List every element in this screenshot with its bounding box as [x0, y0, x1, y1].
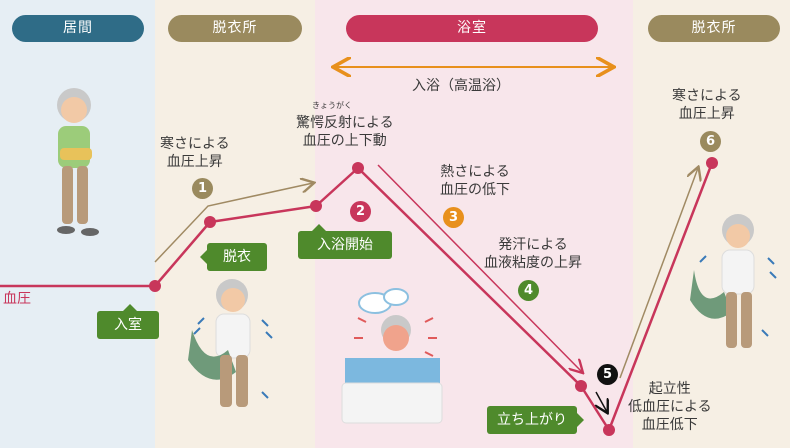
point-bath-start: [310, 200, 322, 212]
point-undress: [204, 216, 216, 228]
zone-dressing-after-background: [633, 0, 790, 448]
zone-dressing-background: [155, 0, 315, 448]
annotation-5-badge: 5: [597, 364, 618, 385]
orthostatic-drop-arrow: [596, 391, 607, 412]
elderly-walking-illustration: [57, 88, 99, 236]
annotation-3-text: 熱さによる 血圧の低下: [440, 164, 510, 198]
annotation-6-badge: 6: [700, 131, 721, 152]
zone-header-living: 居間: [12, 15, 144, 42]
event-tag-stand-up: 立ち上がり: [487, 406, 584, 434]
annotation-6-text: 寒さによる 血圧上昇: [672, 88, 742, 122]
blood-pressure-line: [0, 162, 714, 432]
annotation-2-text: 驚愕反射による 血圧の上下動: [296, 115, 394, 149]
annotation-3-badge: 3: [443, 207, 464, 228]
point-peak: [352, 162, 364, 174]
point-lowest: [603, 424, 615, 436]
shivering-dressing-illustration: [690, 214, 777, 348]
shivering-undress-illustration: [188, 279, 273, 407]
annotation-1-badge: 1: [192, 178, 213, 199]
cold-rise-trend-arrow: [154, 183, 313, 263]
annotation-2-badge: 2: [350, 201, 371, 222]
point-enter-room: [149, 280, 161, 292]
annotation-1-text: 寒さによる 血圧上昇: [160, 136, 230, 170]
event-tag-bath-start: 入浴開始: [298, 224, 392, 259]
event-tag-enter-room: 入室: [97, 304, 159, 339]
annotation-5-text: 起立性 低血圧による 血圧低下: [628, 381, 712, 433]
zone-header-bathroom: 浴室: [346, 15, 598, 42]
point-stand-up: [575, 380, 587, 392]
zone-header-dressing: 脱衣所: [168, 15, 302, 42]
zone-header-dressing-after: 脱衣所: [648, 15, 780, 42]
zone-living-background: [0, 0, 155, 448]
cold-rise-trend-arrow-after: [619, 168, 698, 379]
point-recover: [706, 157, 718, 169]
annotation-4-badge: 4: [518, 280, 539, 301]
event-tag-undress: 脱衣: [200, 243, 267, 271]
annotation-4-text: 発汗による 血液粘度の上昇: [484, 237, 582, 271]
bath-span-label: 入浴（高温浴）: [412, 78, 510, 94]
blood-pressure-axis-label: 血圧: [3, 291, 31, 307]
heat-fall-trend-arrow: [377, 164, 582, 372]
bathtub-illustration: [341, 288, 443, 424]
startle-ruby: きょうがく: [312, 101, 352, 110]
